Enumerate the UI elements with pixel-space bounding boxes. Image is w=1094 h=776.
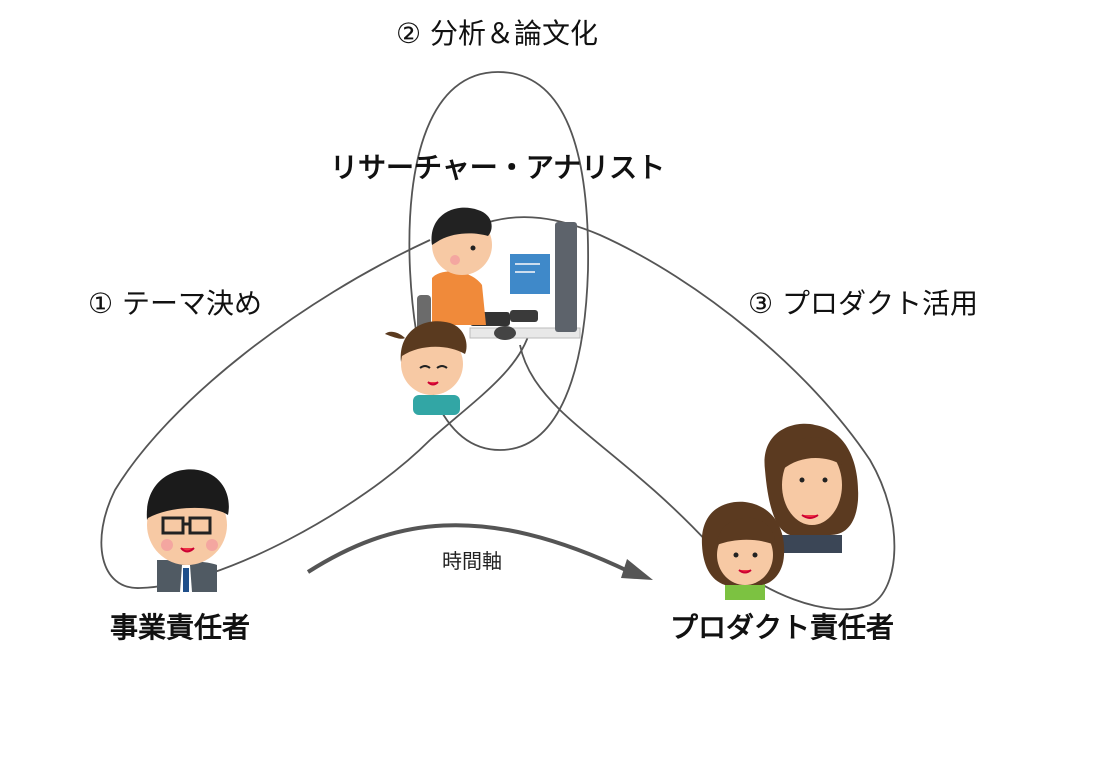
product-owner-illustration (701, 423, 859, 600)
product-loop (479, 216, 896, 611)
theme-loop (100, 239, 531, 589)
business-owner-illustration (146, 469, 229, 592)
product-owner-role-label: プロダクト責任者 (670, 611, 895, 644)
phase-theme-label: ① テーマ決め (88, 287, 263, 320)
analyst-illustration (385, 321, 467, 415)
researcher-role-label: リサーチャー・アナリスト (330, 151, 666, 184)
time-axis-arrowhead (621, 559, 653, 580)
business-owner-role-label: 事業責任者 (110, 611, 251, 644)
time-axis-arrow (306, 523, 631, 574)
phase-product-use-label: ③ プロダクト活用 (748, 287, 979, 320)
time-axis-label: 時間軸 (442, 549, 502, 573)
analysis-loop (408, 71, 589, 451)
researcher-illustration (417, 207, 581, 345)
phase-analysis-label: ② 分析＆論文化 (396, 17, 599, 50)
